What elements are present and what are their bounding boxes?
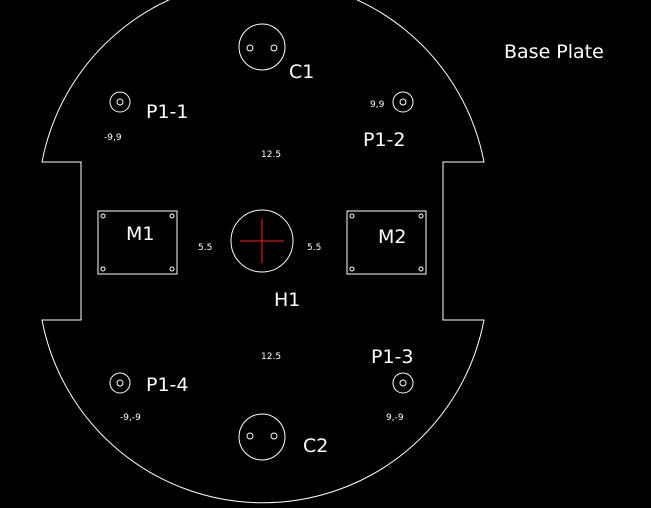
m2-mount: [346, 210, 427, 275]
p1-3-hole: [392, 372, 414, 394]
p1-1-label: P1-1: [146, 101, 189, 123]
plate-outline: [41, 0, 485, 504]
dimension-bottom-spacing: 12.5: [261, 352, 281, 362]
p1-3-coordinates: 9,-9: [386, 413, 404, 423]
c2-cutout: [238, 413, 286, 461]
p1-2-coordinates: 9,9: [370, 100, 385, 110]
c2-hole-right: [270, 432, 278, 440]
m1-label: M1: [126, 223, 154, 245]
dimension-left-spacing: 5.5: [198, 243, 212, 253]
p1-1-hole: [109, 91, 131, 113]
m2-label: M2: [378, 226, 406, 248]
c1-label: C1: [289, 61, 314, 83]
dimension-right-spacing: 5.5: [307, 243, 321, 253]
h1-hole: [230, 209, 294, 273]
drawing-title: Base Plate: [504, 41, 604, 63]
c1-hole-left: [246, 44, 254, 52]
p1-4-hole: [109, 372, 131, 394]
c2-label: C2: [303, 435, 328, 457]
p1-4-label: P1-4: [146, 374, 189, 396]
h1-label: H1: [274, 289, 300, 311]
p1-4-coordinates: -9,-9: [120, 413, 141, 423]
m1-mount: [97, 210, 178, 275]
c1-cutout: [238, 23, 286, 71]
p1-3-label: P1-3: [371, 346, 414, 368]
c1-hole-right: [270, 44, 278, 52]
c2-hole-left: [246, 432, 254, 440]
p1-1-coordinates: -9,9: [104, 133, 122, 143]
p1-2-hole: [392, 91, 414, 113]
dimension-top-spacing: 12.5: [261, 150, 281, 160]
p1-2-label: P1-2: [363, 129, 406, 151]
